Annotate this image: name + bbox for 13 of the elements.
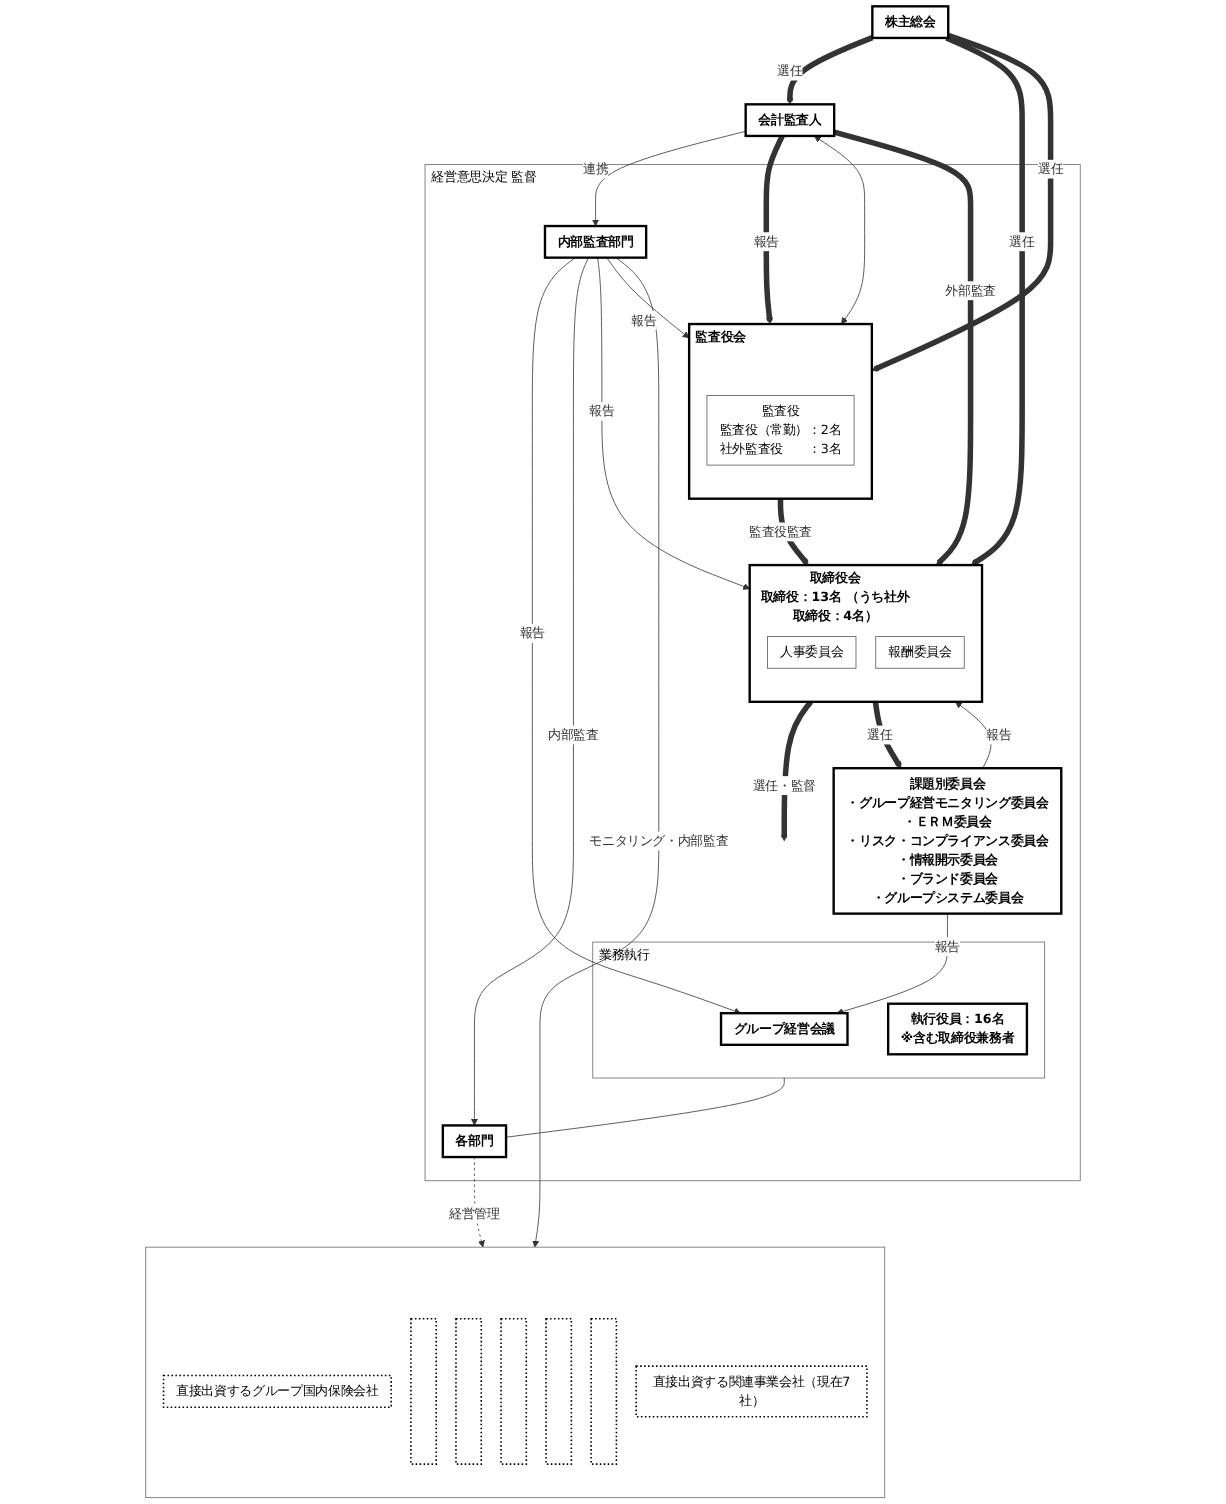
connector [505, 1077, 785, 1138]
node-box [500, 1317, 528, 1465]
arrow [786, 35, 874, 105]
arrow [833, 129, 974, 566]
cluster [145, 1246, 886, 1499]
node-box [590, 1317, 618, 1465]
node-box [545, 1317, 573, 1465]
arrow [871, 32, 1054, 372]
arrow [763, 134, 785, 325]
arrow [780, 700, 814, 842]
node-box [410, 1317, 437, 1465]
node-box [455, 1317, 483, 1465]
arrow [945, 35, 1025, 566]
